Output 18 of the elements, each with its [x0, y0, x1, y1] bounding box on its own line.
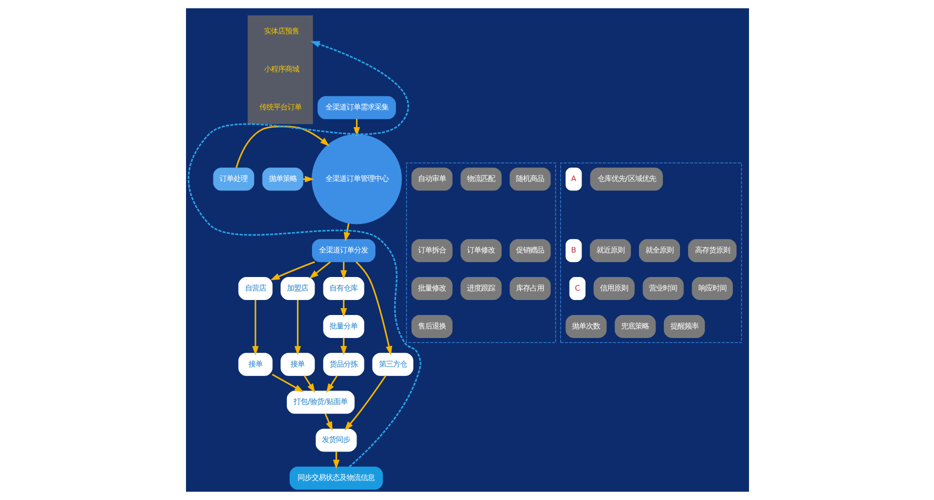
cluster: [406, 162, 556, 343]
arrow: [340, 338, 346, 356]
arrow: [326, 375, 338, 393]
arrow: [303, 375, 315, 393]
arrow: [332, 451, 340, 470]
arrow: [355, 261, 392, 356]
arrow: [343, 223, 350, 242]
arrow: [344, 375, 386, 431]
cluster: [560, 162, 742, 343]
arrow: [294, 300, 300, 356]
arrow: [235, 126, 329, 168]
cluster: [247, 15, 312, 124]
arrow: [308, 261, 330, 279]
arrow: [252, 300, 258, 356]
arrow: [188, 41, 421, 468]
arrow: [270, 261, 314, 280]
arrow: [324, 413, 332, 432]
arrow: [271, 374, 304, 392]
